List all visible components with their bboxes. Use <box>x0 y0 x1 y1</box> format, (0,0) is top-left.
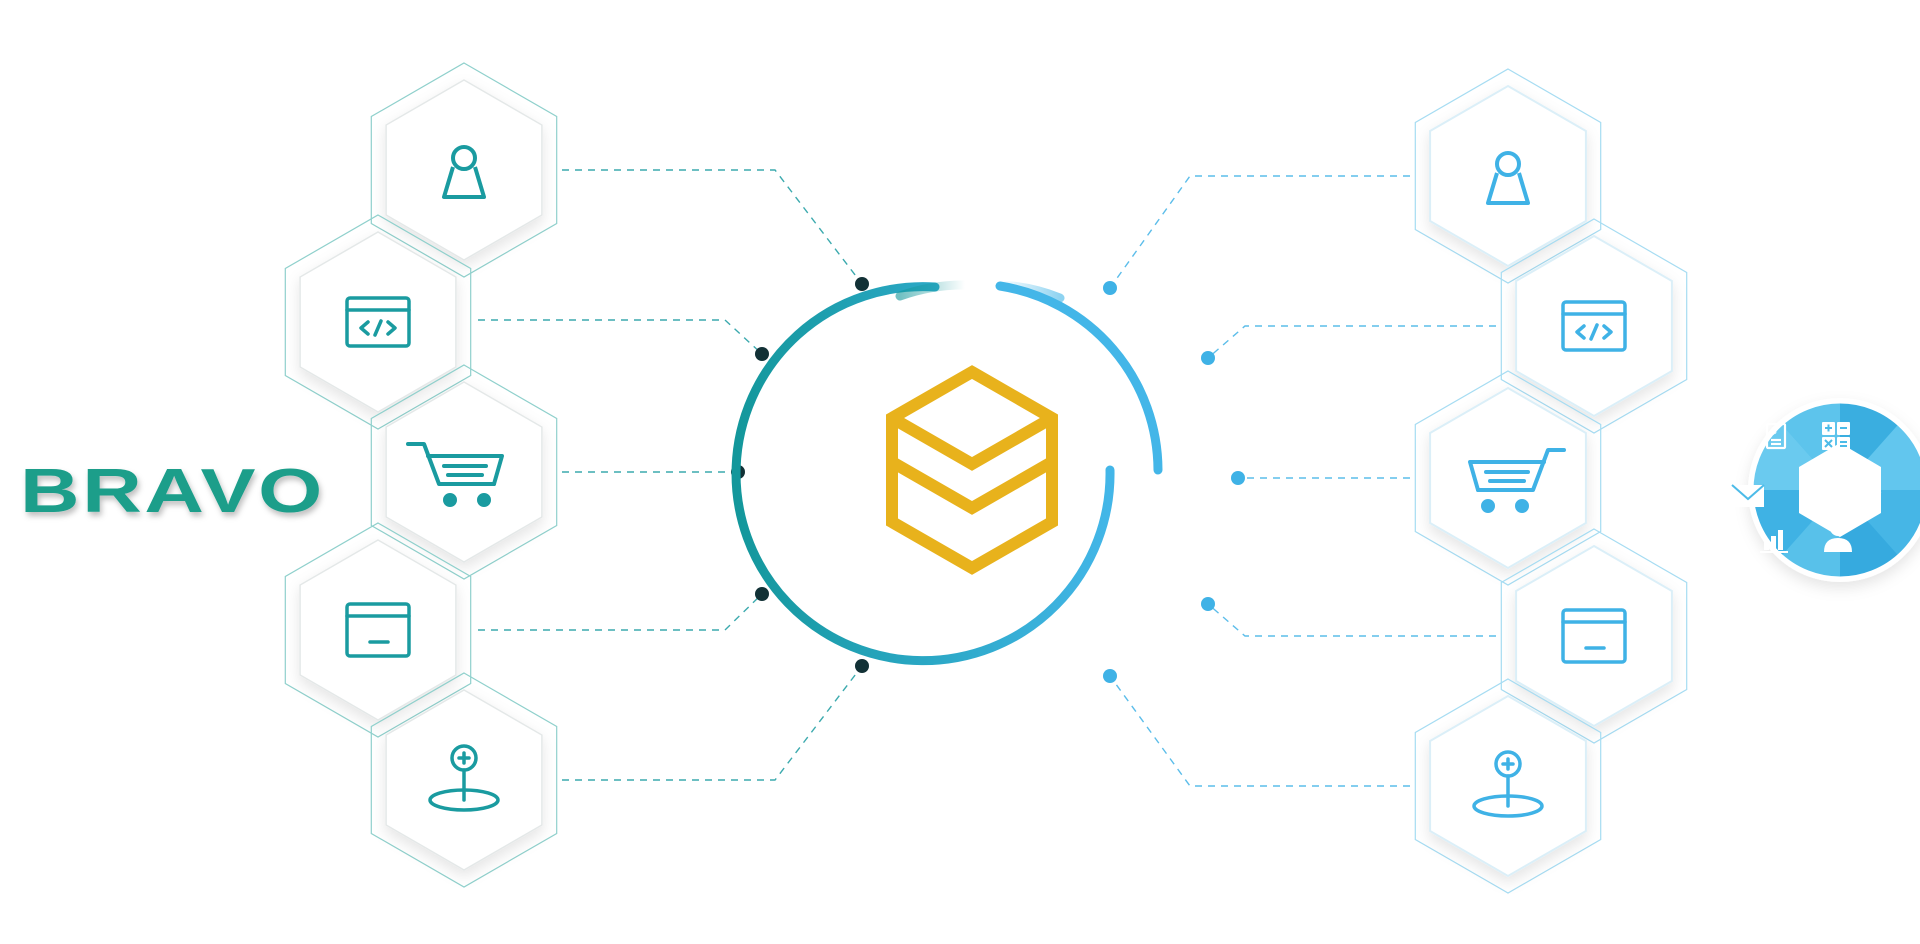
bravo-logo-text: BRAVO <box>20 457 325 526</box>
invoice-icon: $ <box>1765 422 1787 450</box>
right-hex-shopping-cart <box>1414 370 1602 586</box>
card-window-icon <box>345 602 411 658</box>
shopping-cart-icon <box>1468 448 1566 513</box>
target-app-wheel: $ <box>1731 398 1920 582</box>
svg-text:$: $ <box>1771 426 1777 437</box>
left-connectors <box>478 169 863 781</box>
left-connector-4 <box>478 593 763 631</box>
left-connector-5 <box>562 665 863 781</box>
bar-chart-icon <box>1760 530 1788 553</box>
user-icon <box>1824 520 1852 552</box>
left-connector-2 <box>478 319 763 355</box>
user-icon <box>442 145 486 199</box>
right-hex-user <box>1414 68 1602 284</box>
left-hex-code-window <box>284 214 472 430</box>
code-window-icon <box>345 296 411 348</box>
right-connector-dots <box>1103 281 1245 683</box>
right-hexagon-column <box>1414 68 1688 894</box>
connector-dot <box>755 587 769 601</box>
location-pin-icon <box>428 744 500 812</box>
left-connector-1 <box>562 169 863 285</box>
left-hex-card-window <box>284 522 472 738</box>
card-window-icon <box>1561 608 1627 664</box>
right-hex-code-window <box>1500 218 1688 434</box>
left-connector-dots <box>731 277 869 673</box>
stacked-layers-icon <box>886 365 1058 575</box>
right-hex-card-window <box>1500 528 1688 744</box>
location-pin-icon <box>1472 750 1544 818</box>
connector-dot <box>1103 281 1117 295</box>
connector-dot <box>855 277 869 291</box>
calculator-icon <box>1822 422 1850 450</box>
connector-dot <box>755 347 769 361</box>
connector-dot <box>1201 597 1215 611</box>
mail-icon <box>1731 484 1765 507</box>
left-hex-location <box>370 672 558 888</box>
left-hex-shopping-cart <box>370 364 558 580</box>
right-connectors <box>1109 175 1496 787</box>
right-connector-1 <box>1109 175 1410 289</box>
hub-ring-fade-left <box>895 280 970 301</box>
connector-dot <box>1231 471 1245 485</box>
connector-dot <box>1103 669 1117 683</box>
bravo-logo: BRAVO <box>20 457 325 526</box>
hub-ring-right <box>995 281 1163 475</box>
right-connector-5 <box>1109 675 1410 787</box>
wheel-center-hex <box>1799 443 1881 537</box>
code-window-icon <box>1561 300 1627 352</box>
center-hub <box>731 280 1163 666</box>
connector-dot <box>855 659 869 673</box>
left-hex-user <box>370 62 558 278</box>
user-icon <box>1486 151 1530 205</box>
sync-gear-icon <box>1850 472 1882 504</box>
right-connector-4 <box>1207 603 1496 637</box>
shopping-cart-icon <box>406 442 504 507</box>
left-hexagon-column <box>284 62 558 888</box>
right-connector-2 <box>1207 325 1496 359</box>
hub-ring-left <box>731 282 1115 666</box>
right-hex-location <box>1414 678 1602 894</box>
connector-dot <box>1201 351 1215 365</box>
hub-ring-fade-right <box>995 280 1065 303</box>
